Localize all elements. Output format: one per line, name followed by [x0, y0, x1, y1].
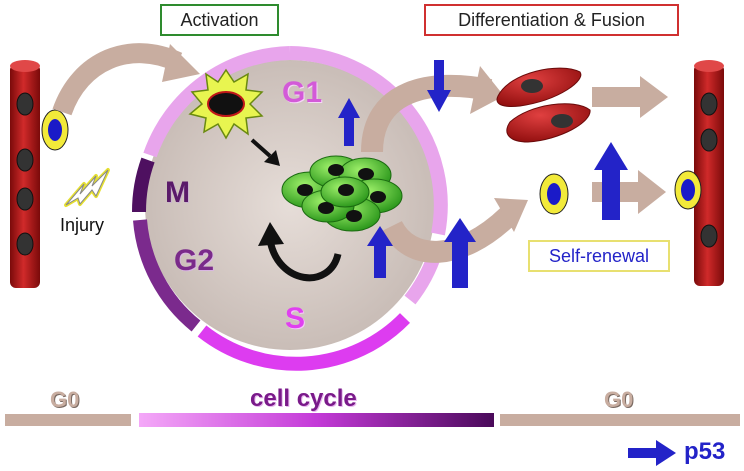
p53-legend-arrow [628, 440, 676, 466]
left-muscle-fiber [10, 60, 40, 288]
cell-cycle-wheel [131, 46, 448, 371]
s-arc [197, 313, 411, 371]
fusion-flow-arrow [592, 76, 668, 118]
g0-right-bar [500, 414, 740, 426]
g0-left-label: G0 [50, 387, 80, 412]
phase-g2-label: G2 [174, 244, 215, 277]
activation-flow-arrow [52, 43, 200, 116]
proliferating-cell-cluster [281, 155, 403, 232]
activation-label-text: Activation [180, 9, 259, 30]
satellite-cell-quiescent-right [674, 170, 702, 210]
cell-cycle-bar [139, 413, 494, 427]
differentiation-fusion-label: Differentiation & Fusion [424, 4, 679, 36]
cell-cycle-label: cell cycle [250, 385, 357, 412]
differentiation-flow-arrow [361, 66, 504, 153]
p53-arrow-up-self-renewal [444, 218, 476, 288]
injury-lightning-icon [64, 168, 110, 207]
self-renewal-label: Self-renewal [528, 240, 670, 272]
differentiating-myocytes [496, 67, 591, 143]
m-arc [131, 157, 155, 213]
p53-arrows [338, 60, 676, 466]
phase-m-label: M [165, 176, 190, 209]
g0-right-label: G0 [604, 387, 634, 412]
differentiation-fusion-text: Differentiation & Fusion [458, 9, 645, 30]
phase-g1-label: G1 [282, 76, 323, 109]
phase-s-label: S [285, 302, 306, 335]
activated-satellite-cell [188, 68, 264, 140]
self-renewed-satellite-cell [539, 173, 569, 215]
p53-arrow-up-fusion [594, 142, 628, 220]
p53-legend-label: p53 [684, 438, 726, 465]
self-renewal-text: Self-renewal [548, 245, 650, 266]
self-renewal-flow-arrow [382, 198, 528, 263]
g2-arc [133, 219, 201, 332]
activation-to-proliferation-arrow [250, 138, 280, 166]
g0-left-bar [5, 414, 131, 426]
g1-arc [289, 46, 448, 236]
right-muscle-fiber [694, 60, 724, 286]
p53-arrow-up-g1 [338, 98, 360, 146]
activation-label: Activation [160, 4, 279, 36]
injury-label: Injury [60, 215, 105, 235]
proliferation-loop-arrow [258, 222, 342, 282]
p53-arrow-up-s [367, 226, 393, 278]
satellite-cell-quiescent-left [41, 109, 69, 151]
p53-arrow-down-differentiation [427, 60, 451, 112]
